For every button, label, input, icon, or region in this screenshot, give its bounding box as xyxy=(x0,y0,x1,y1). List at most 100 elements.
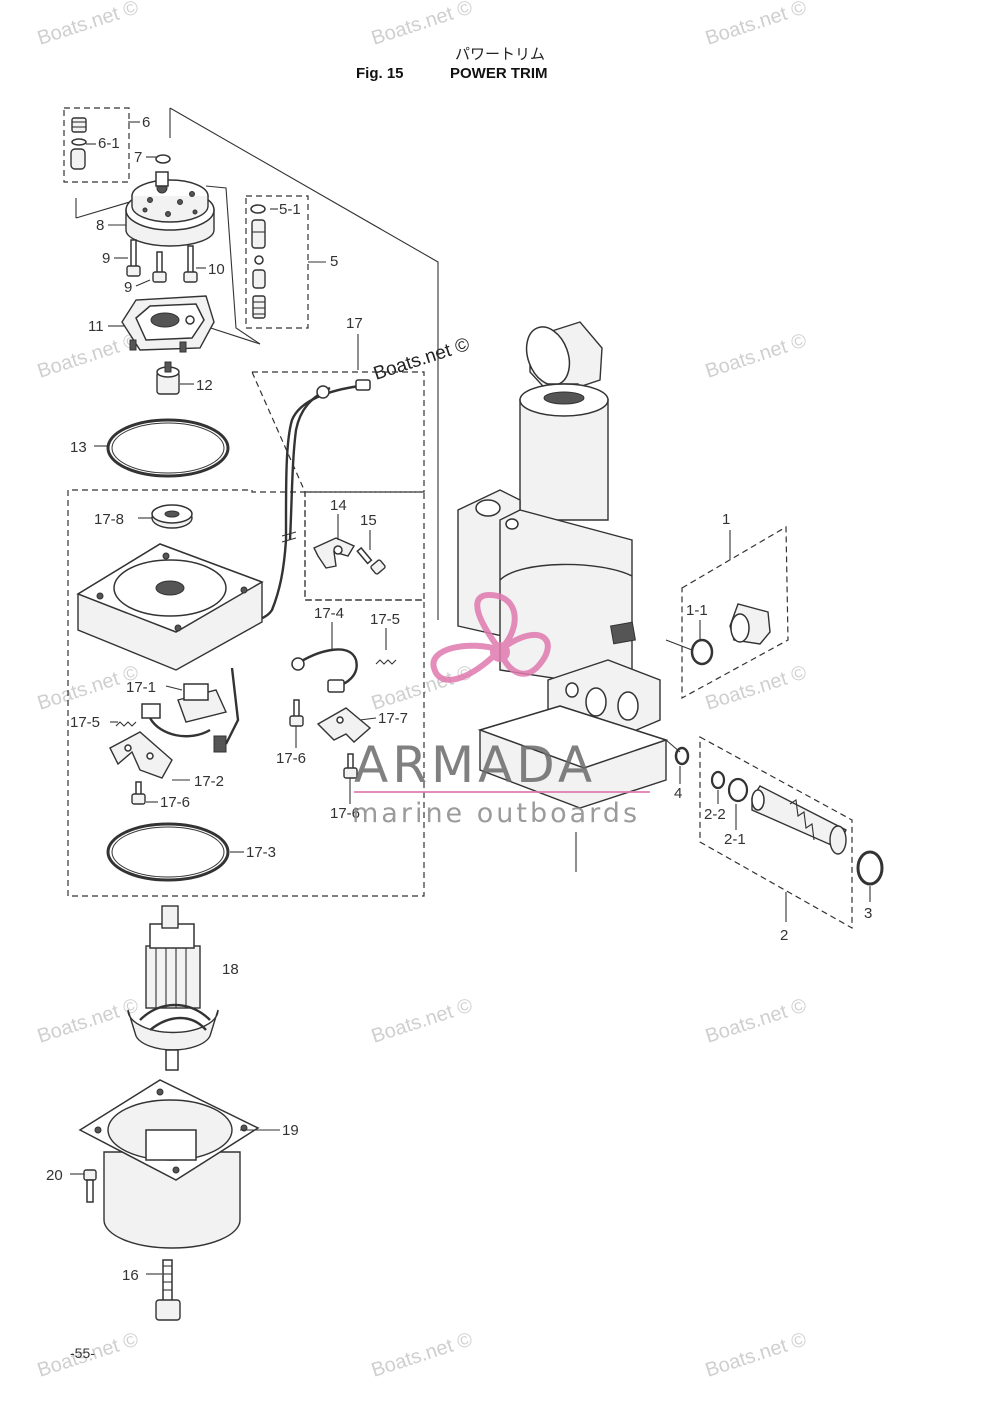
label-13: 13 xyxy=(70,439,87,456)
part-labels: 6 6-1 7 8 9 9 10 5-1 5 11 12 13 17 17-8 … xyxy=(46,114,872,1284)
propeller-logo-icon xyxy=(430,591,551,683)
part-4-o-ring xyxy=(674,746,690,766)
label-1: 1 xyxy=(722,511,730,528)
label-8: 8 xyxy=(96,217,104,234)
part-17-4-lead-wire xyxy=(291,648,358,693)
part-10-bolt xyxy=(183,245,198,283)
leader-lines xyxy=(70,121,871,1275)
part-2-1-o-ring xyxy=(727,777,749,803)
assembly-line xyxy=(205,185,261,345)
part-20-screw xyxy=(83,1169,97,1203)
part-11-pump-body xyxy=(121,295,215,353)
part-9-bolt xyxy=(126,239,141,277)
brand-name: ARMADA xyxy=(354,736,596,794)
label-18: 18 xyxy=(222,961,239,978)
label-3: 3 xyxy=(864,905,872,922)
watermark-site: Boats.net © xyxy=(35,994,142,1047)
watermark-site: Boats.net © xyxy=(35,0,142,50)
label-5: 5 xyxy=(330,253,338,270)
part-2-2-o-ring xyxy=(710,770,726,790)
watermark-site: Boats.net © xyxy=(35,329,142,382)
part-3-circlip xyxy=(856,850,884,886)
label-17-5a: 17-5 xyxy=(370,611,400,628)
label-9b: 9 xyxy=(124,279,132,296)
label-17-7: 17-7 xyxy=(378,710,408,727)
part-6-check-valve-kit xyxy=(70,117,87,170)
label-17-2: 17-2 xyxy=(194,773,224,790)
watermark-site: Boats.net © xyxy=(703,661,810,714)
label-11: 11 xyxy=(88,318,104,335)
label-16: 16 xyxy=(122,1267,139,1284)
watermark-site: Boats.net © xyxy=(703,329,810,382)
power-trim-cylinder-assembly xyxy=(457,321,669,809)
part-17-2-brush-plate xyxy=(109,731,173,779)
label-17: 17 xyxy=(346,315,363,332)
label-9a: 9 xyxy=(102,250,110,267)
assembly-line xyxy=(169,107,439,620)
group-box-6 xyxy=(63,107,130,183)
label-20: 20 xyxy=(46,1167,63,1184)
label-14: 14 xyxy=(330,497,347,514)
label-15: 15 xyxy=(360,512,377,529)
label-2-1: 2-1 xyxy=(724,831,746,848)
label-6: 6 xyxy=(142,114,150,131)
part-15-screw xyxy=(356,546,386,575)
figure-number: Fig. 15 xyxy=(356,65,404,82)
label-17-6b: 17-6 xyxy=(160,794,190,811)
brand-watermark: ARMADA marine outboards xyxy=(352,591,650,829)
label-2-2: 2-2 xyxy=(704,806,726,823)
part-14-clamp xyxy=(313,537,356,569)
brand-tagline: marine outboards xyxy=(352,798,640,829)
part-17-6-screw xyxy=(131,781,146,805)
part-12-coupling xyxy=(156,361,180,395)
part-13-o-ring xyxy=(106,418,230,478)
part-17-5-spring xyxy=(375,659,397,665)
label-17-6c: 17-6 xyxy=(330,805,360,822)
label-12: 12 xyxy=(196,377,213,394)
label-1-1: 1-1 xyxy=(686,602,708,619)
label-17-1: 17-1 xyxy=(126,679,156,696)
watermark-site: Boats.net © xyxy=(703,994,810,1047)
part-17-6-screw xyxy=(343,753,358,779)
title-japanese: パワートリム xyxy=(455,45,545,63)
group-box-1 xyxy=(681,525,789,700)
figure-title: POWER TRIM xyxy=(450,65,548,82)
watermark-site: Boats.net © xyxy=(369,0,476,50)
watermark-site-dark: Boats.net © xyxy=(371,334,472,385)
part-17-1-brush-holder xyxy=(141,667,240,753)
part-18-armature xyxy=(127,905,219,1071)
watermark-site: Boats.net © xyxy=(703,0,810,50)
part-2-manual-valve xyxy=(751,785,847,855)
watermark-site: Boats.net © xyxy=(703,1328,810,1381)
part-7-o-ring xyxy=(155,154,171,164)
part-17-5-spring xyxy=(115,721,137,727)
part-17-6-screw xyxy=(289,699,304,727)
part-17-motor-harness xyxy=(239,379,371,626)
label-17-4: 17-4 xyxy=(314,605,344,622)
label-17-3: 17-3 xyxy=(246,844,276,861)
label-17-8: 17-8 xyxy=(94,511,124,528)
group-box-2 xyxy=(699,735,853,930)
label-19: 19 xyxy=(282,1122,299,1139)
part-17-3-o-ring xyxy=(106,822,230,882)
part-8-pump-head xyxy=(125,171,215,247)
part-19-motor-yoke xyxy=(78,1079,260,1249)
label-2: 2 xyxy=(780,927,788,944)
part-17-7-brush-plate xyxy=(316,707,372,743)
part-9-bolt xyxy=(152,251,167,283)
watermark-site: Boats.net © xyxy=(369,1328,476,1381)
watermark-site: Boats.net © xyxy=(369,661,476,714)
part-5-valve-assembly xyxy=(250,204,266,319)
label-4: 4 xyxy=(674,785,682,802)
label-5-1: 5-1 xyxy=(279,201,301,218)
page-number: -55- xyxy=(70,1345,95,1361)
label-17-5b: 17-5 xyxy=(70,714,100,731)
group-box-14-15 xyxy=(304,491,425,601)
part-17-8-bearing xyxy=(151,504,193,529)
group-box-5 xyxy=(245,195,309,329)
label-17-6a: 17-6 xyxy=(276,750,306,767)
part-1-plug xyxy=(729,603,771,645)
watermark-site: Boats.net © xyxy=(369,994,476,1047)
